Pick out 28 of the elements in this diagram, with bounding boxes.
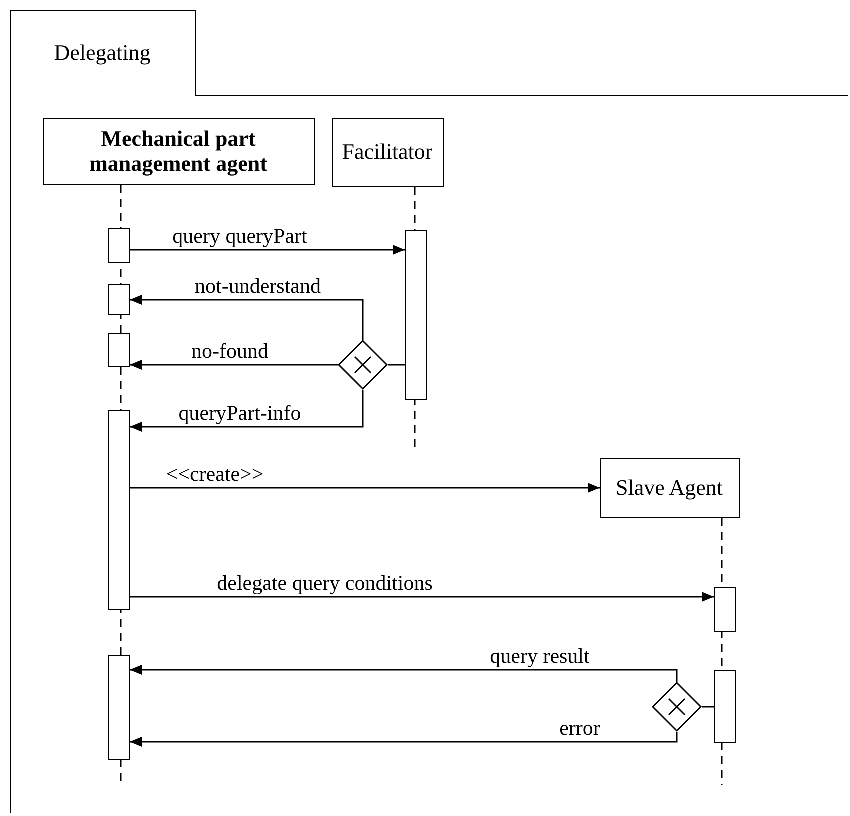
edge-label: delegate query conditions [215,573,435,594]
agent-box: Slave Agent [600,458,740,518]
arrow [130,483,600,493]
connector-line [388,364,405,366]
arrow [130,295,364,340]
agent-box: Mechanical part management agent [42,118,314,184]
activation-bar [714,670,736,742]
activation-bar [714,586,736,632]
edge-label: query queryPart [170,226,310,247]
arrow [130,592,714,602]
activation-bar [108,410,130,610]
xor-decision-diamond [338,340,388,390]
arrow [130,360,338,370]
activation-bar [108,228,130,262]
edge-label: queryPart-info [176,403,304,424]
arrow [130,665,678,682]
arrow [130,390,364,432]
activation-bar [108,332,130,366]
edge-label: query result [488,646,592,667]
xor-decision-diamond [652,682,702,732]
arrow [130,732,678,747]
connector-line [702,706,714,708]
agent-box: Facilitator [332,118,444,186]
activation-bar [108,284,130,314]
activation-bar [108,654,130,760]
activation-bar [404,230,426,400]
frame-tab: Delegating [10,10,196,96]
arrow [130,245,405,255]
